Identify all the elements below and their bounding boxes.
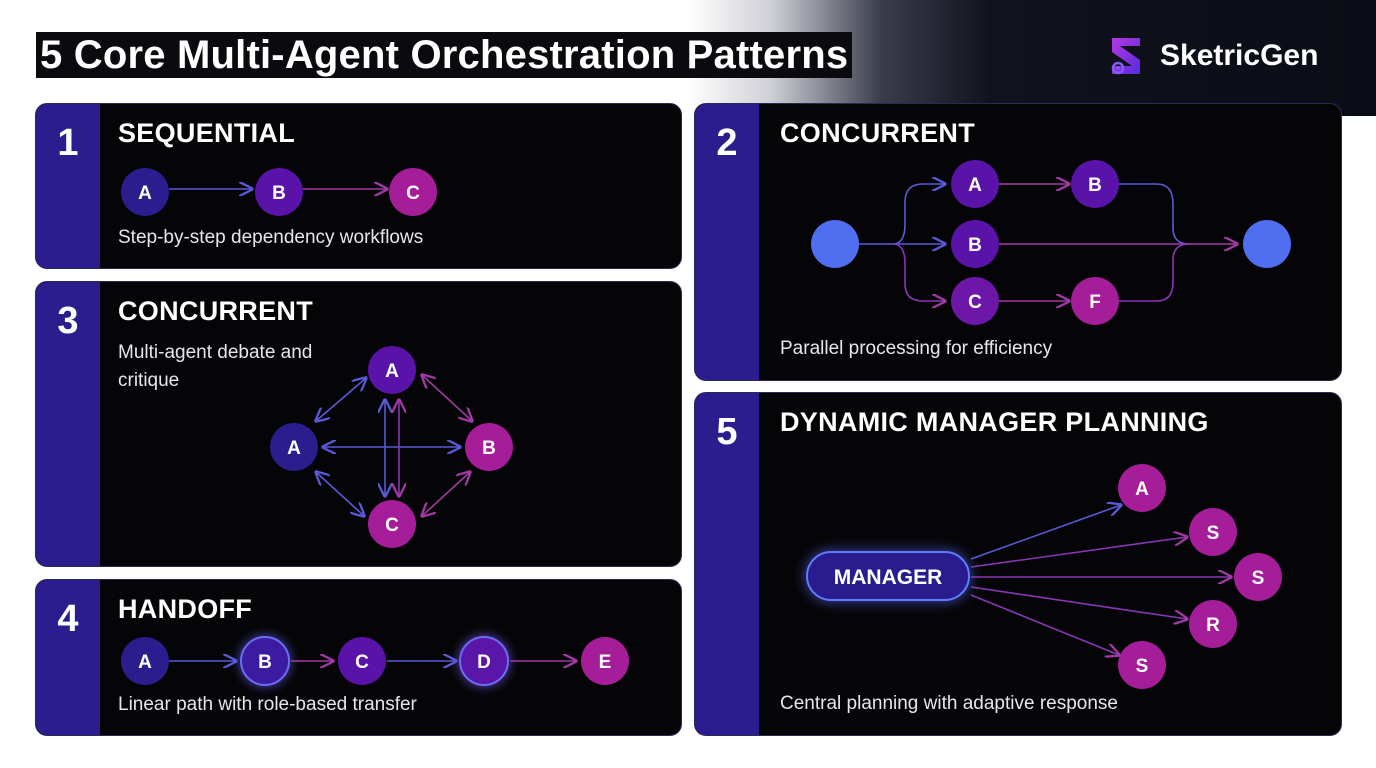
node-c: C <box>389 168 437 216</box>
concurrent-diagram: A B B C F <box>811 160 1291 325</box>
edge-manager-a <box>970 505 1121 560</box>
svg-text:A: A <box>968 175 982 196</box>
panel-description: Central planning with adaptive response <box>780 693 1118 714</box>
edge-manager-s1 <box>970 537 1187 568</box>
edge-right-bottom <box>422 472 470 516</box>
edge-manager-s3 <box>970 594 1119 655</box>
panel-title: DYNAMIC MANAGER PLANNING <box>780 407 1209 437</box>
panel-handoff: 4 HANDOFF A B C D E Linear path with rol… <box>35 579 682 736</box>
edge-top-left <box>316 378 366 421</box>
sequential-diagram: A B C <box>121 168 437 216</box>
edge-top-right <box>422 375 472 421</box>
panel-description: Step-by-step dependency workflows <box>118 227 424 248</box>
node-r: R <box>1189 600 1237 648</box>
node-a-top: A <box>368 346 416 394</box>
panel-number-bar: 3 <box>36 282 100 566</box>
manager-node <box>806 551 970 601</box>
panel-title: HANDOFF <box>118 594 253 624</box>
node-c: C <box>338 637 386 685</box>
node-a: A <box>121 637 169 685</box>
panel-title: CONCURRENT <box>780 118 975 148</box>
panel-number: 5 <box>716 411 738 453</box>
panel-number-bar: 4 <box>36 580 100 735</box>
end-node <box>1243 220 1291 268</box>
panel-description: Parallel processing for efficiency <box>780 338 1053 359</box>
node-c: C <box>951 277 999 325</box>
node-s-2: S <box>1234 553 1282 601</box>
svg-text:C: C <box>355 652 369 673</box>
node-d-active: D <box>459 636 509 686</box>
panel-number: 2 <box>716 122 738 164</box>
svg-text:A: A <box>287 438 301 459</box>
panel-title: CONCURRENT <box>118 296 313 326</box>
panel-sequential: 1 SEQUENTIAL A B C Step-by-step dependen… <box>35 103 682 269</box>
svg-text:A: A <box>1135 479 1149 500</box>
handoff-diagram: A B C D E <box>121 636 629 686</box>
node-c-bottom: C <box>368 500 416 548</box>
node-b-right: B <box>465 423 513 471</box>
panel-description-line-2: critique <box>118 370 180 391</box>
svg-text:S: S <box>1136 656 1149 677</box>
svg-text:C: C <box>968 292 982 313</box>
svg-text:B: B <box>968 235 982 256</box>
svg-text:F: F <box>1089 292 1101 313</box>
node-s-1: S <box>1189 508 1237 556</box>
svg-text:E: E <box>599 652 612 673</box>
node-e: E <box>581 637 629 685</box>
edge-b2-join <box>1119 183 1190 245</box>
manager-diagram: MANAGER A S S R S <box>806 464 1282 689</box>
panel-number: 3 <box>57 300 79 342</box>
node-b: B <box>951 220 999 268</box>
svg-text:A: A <box>138 183 152 204</box>
page-title: 5 Core Multi-Agent Orchestration Pattern… <box>36 32 853 78</box>
brand-icon <box>1111 38 1140 75</box>
brand-logo: SketricGen <box>1100 26 1318 86</box>
svg-text:A: A <box>385 361 399 382</box>
edge-split-c <box>892 243 945 301</box>
panel-number-bar: 5 <box>695 393 759 735</box>
node-f: F <box>1071 277 1119 325</box>
node-b-active: B <box>240 636 290 686</box>
svg-text:D: D <box>477 652 491 673</box>
node-a: A <box>1118 464 1166 512</box>
edge-split-a <box>892 184 945 245</box>
edge-f-join <box>1119 243 1190 302</box>
brand-name: SketricGen <box>1160 39 1319 72</box>
edge-left-bottom <box>316 472 364 516</box>
panel-number: 1 <box>57 122 79 164</box>
panel-number-bar: 2 <box>695 104 759 380</box>
node-a-left: A <box>270 423 318 471</box>
svg-text:B: B <box>482 438 496 459</box>
start-node <box>811 220 859 268</box>
panel-title: SEQUENTIAL <box>118 118 296 148</box>
node-b: B <box>255 168 303 216</box>
svg-text:C: C <box>406 183 420 204</box>
svg-text:S: S <box>1207 523 1220 544</box>
panel-manager: 5 DYNAMIC MANAGER PLANNING MANAGER A S S… <box>694 392 1342 736</box>
panel-concurrent: 2 CONCURRENT A B B C F Parallel processi… <box>694 103 1342 381</box>
panel-description-line-1: Multi-agent debate and <box>118 342 313 363</box>
svg-text:R: R <box>1206 615 1220 636</box>
edge-manager-r <box>970 586 1187 619</box>
panel-debate: 3 CONCURRENT Multi-agent debate and crit… <box>35 281 682 567</box>
svg-text:B: B <box>1088 175 1102 196</box>
node-s-3: S <box>1118 641 1166 689</box>
svg-text:A: A <box>138 652 152 673</box>
svg-text:S: S <box>1252 568 1265 589</box>
node-b-second: B <box>1071 160 1119 208</box>
manager-label: MANAGER <box>834 566 943 589</box>
svg-text:B: B <box>272 183 286 204</box>
svg-text:C: C <box>385 515 399 536</box>
panel-number-bar: 1 <box>36 104 100 268</box>
node-a: A <box>121 168 169 216</box>
panel-description: Linear path with role-based transfer <box>118 694 417 715</box>
node-a: A <box>951 160 999 208</box>
svg-text:B: B <box>258 652 272 673</box>
debate-diagram: A A B C <box>270 346 513 548</box>
panel-number: 4 <box>57 598 79 640</box>
